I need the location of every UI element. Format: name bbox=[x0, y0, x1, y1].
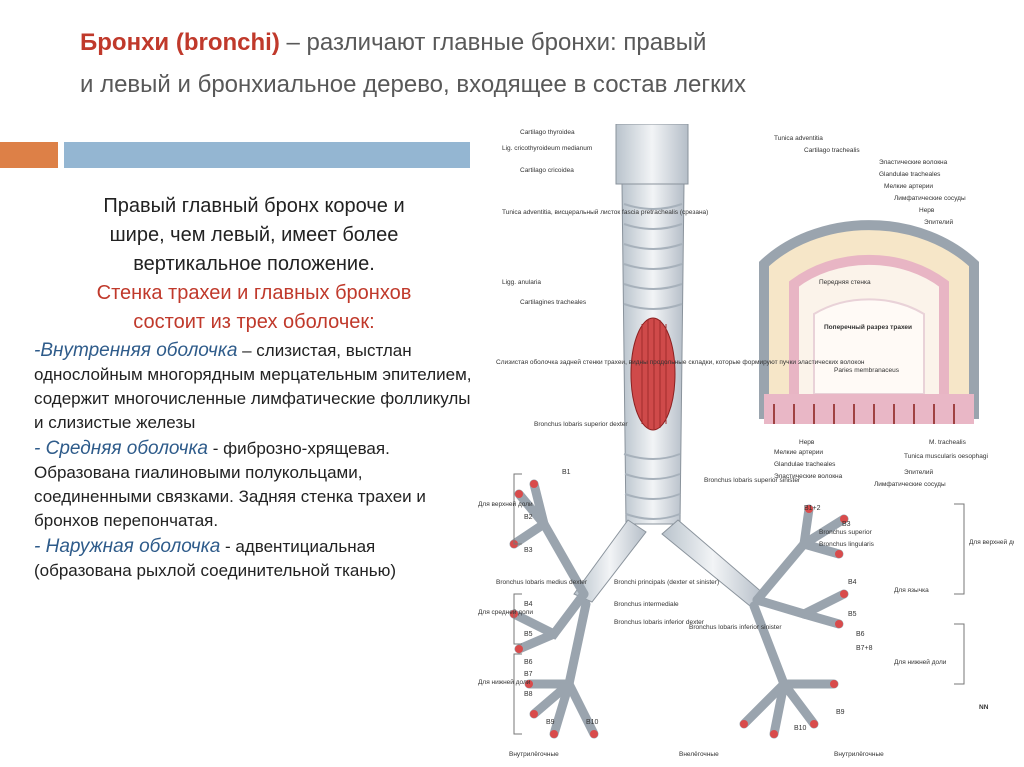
intro-red-line: состоит из трех оболочек: bbox=[133, 311, 375, 333]
label: Bronchus lingularis bbox=[819, 541, 875, 548]
label: Нерв bbox=[919, 207, 935, 214]
label: Для верхней доли bbox=[969, 538, 1014, 546]
label: Bronchus lobaris superior sinister bbox=[704, 477, 801, 484]
label: Нерв bbox=[799, 439, 815, 446]
title-rest: – различают главные бронхи: правый bbox=[279, 29, 707, 56]
label: Эпителий bbox=[904, 468, 934, 476]
label: Cartilago cricoidea bbox=[520, 167, 574, 174]
label: Мелкие артерии bbox=[884, 183, 933, 190]
layer-outer: - Наружная оболочка - адвентициальная (о… bbox=[34, 535, 474, 583]
layer-name: Наружная оболочка bbox=[45, 536, 221, 557]
segment-label: B5 bbox=[848, 611, 857, 618]
layer-prefix: - bbox=[34, 438, 46, 459]
segment-label: B5 bbox=[524, 631, 533, 638]
segment-label: B6 bbox=[856, 631, 865, 638]
layer-name: Внутренняя оболочка bbox=[40, 340, 238, 361]
intro-line: шире, чем левый, имеет более bbox=[109, 224, 399, 246]
segment-label: B3 bbox=[524, 547, 533, 554]
title-bold: Бронхи (bronchi) bbox=[80, 29, 280, 56]
label: Glandulae tracheales bbox=[879, 171, 941, 178]
label: Tunica muscularis oesophagi bbox=[904, 453, 988, 460]
accent-bar-orange bbox=[0, 142, 58, 168]
label: Для язычка bbox=[894, 587, 929, 594]
label: Cartilagines tracheales bbox=[520, 299, 587, 306]
intro-red-line: Стенка трахеи и главных бронхов bbox=[96, 282, 412, 304]
intro-line: Правый главный бронх короче и bbox=[103, 195, 405, 217]
publisher-logo: NN bbox=[979, 704, 989, 711]
label: Bronchus intermediale bbox=[614, 601, 679, 608]
segment-label: B9 bbox=[836, 709, 845, 716]
label: Внутрилёгочные bbox=[509, 751, 559, 758]
bronchial-tree-diagram: Cartilago thyroidea Lig. cricothyroideum… bbox=[478, 124, 1014, 758]
layer-name: Средняя оболочка bbox=[45, 438, 208, 459]
trachea-cross-section bbox=[759, 220, 979, 424]
label: Для нижней доли bbox=[478, 678, 531, 686]
layer-text: - фиброзно-хрящевая. Образована гиалинов… bbox=[34, 439, 426, 530]
lobe-brackets bbox=[513, 473, 965, 735]
label: Lig. cricothyroideum medianum bbox=[502, 145, 592, 152]
layer-prefix: - bbox=[34, 340, 41, 361]
segment-label: B10 bbox=[586, 719, 599, 726]
title-line2: и левый и бронхиальное дерево, входящее … bbox=[80, 71, 747, 98]
label: Bronchus lobaris medius dexter bbox=[496, 579, 588, 586]
segment-label: B9 bbox=[546, 719, 555, 726]
text-body: Правый главный бронх короче и шире, чем … bbox=[34, 192, 474, 583]
segment-label: B4 bbox=[848, 579, 857, 586]
label: Слизистая оболочка задней стенки трахеи,… bbox=[496, 358, 865, 366]
label: Мелкие артерии bbox=[774, 449, 823, 456]
label: Для нижней доли bbox=[894, 658, 947, 666]
label: Bronchus superior bbox=[819, 529, 873, 536]
segment-label: B7 bbox=[524, 671, 533, 678]
label: Tunica adventitia, висцеральный листок f… bbox=[502, 208, 708, 216]
layer-text: – слизистая, выстлан однослойным многоря… bbox=[34, 341, 472, 432]
trachea-illustration bbox=[509, 124, 849, 739]
label: Для верхней доли bbox=[478, 500, 533, 508]
slide-title: Бронхи (bronchi) – различают главные бро… bbox=[80, 22, 980, 106]
layer-middle: - Средняя оболочка - фиброзно-хрящевая. … bbox=[34, 437, 474, 533]
layer-inner: -Внутренняя оболочка – слизистая, выстла… bbox=[34, 339, 474, 435]
label: Лимфатические сосуды bbox=[894, 195, 966, 202]
segment-label: B6 bbox=[524, 659, 533, 666]
label: Paries membranaceus bbox=[834, 367, 900, 374]
layer-prefix: - bbox=[34, 536, 46, 557]
label: Bronchus lobaris inferior dexter bbox=[614, 619, 705, 626]
segment-label: B2 bbox=[524, 514, 533, 521]
label: Внелёгочные bbox=[679, 751, 719, 758]
label: Bronchi principals (dexter et sinister) bbox=[614, 579, 719, 586]
label: Лимфатические сосуды bbox=[874, 481, 946, 488]
label: Для средней доли bbox=[478, 608, 533, 616]
label: Эластические волокна bbox=[879, 159, 948, 166]
label: Эластические волокна bbox=[774, 473, 843, 480]
label: Glandulae tracheales bbox=[774, 461, 836, 468]
segment-label: B10 bbox=[794, 725, 807, 732]
segment-label: B1+2 bbox=[804, 505, 821, 512]
layer-text: - адвентициальная (образована рыхлой сое… bbox=[34, 537, 397, 580]
intro-paragraph: Правый главный бронх короче и шире, чем … bbox=[34, 192, 474, 337]
label: Поперечный разрез трахеи bbox=[824, 323, 912, 331]
intro-line: вертикальное положение. bbox=[133, 253, 375, 275]
segment-label: B7+8 bbox=[856, 645, 873, 652]
label: Tunica adventitia bbox=[774, 135, 823, 142]
label: Ligg. anularia bbox=[502, 279, 541, 286]
label: Эпителий bbox=[924, 218, 954, 226]
segment-label: B1 bbox=[562, 469, 571, 476]
label: Bronchus lobaris superior dexter bbox=[534, 421, 628, 428]
label: Передняя стенка bbox=[819, 279, 871, 286]
label: M. trachealis bbox=[929, 439, 967, 446]
segment-label: B8 bbox=[524, 691, 533, 698]
label: Внутрилёгочные bbox=[834, 751, 884, 758]
segment-label: B4 bbox=[524, 601, 533, 608]
label: Bronchus lobaris inferior sinister bbox=[689, 624, 782, 631]
accent-bar-blue bbox=[64, 142, 470, 168]
segment-label: B3 bbox=[842, 521, 851, 528]
label: Cartilago trachealis bbox=[804, 147, 860, 154]
label: Cartilago thyroidea bbox=[520, 129, 575, 136]
